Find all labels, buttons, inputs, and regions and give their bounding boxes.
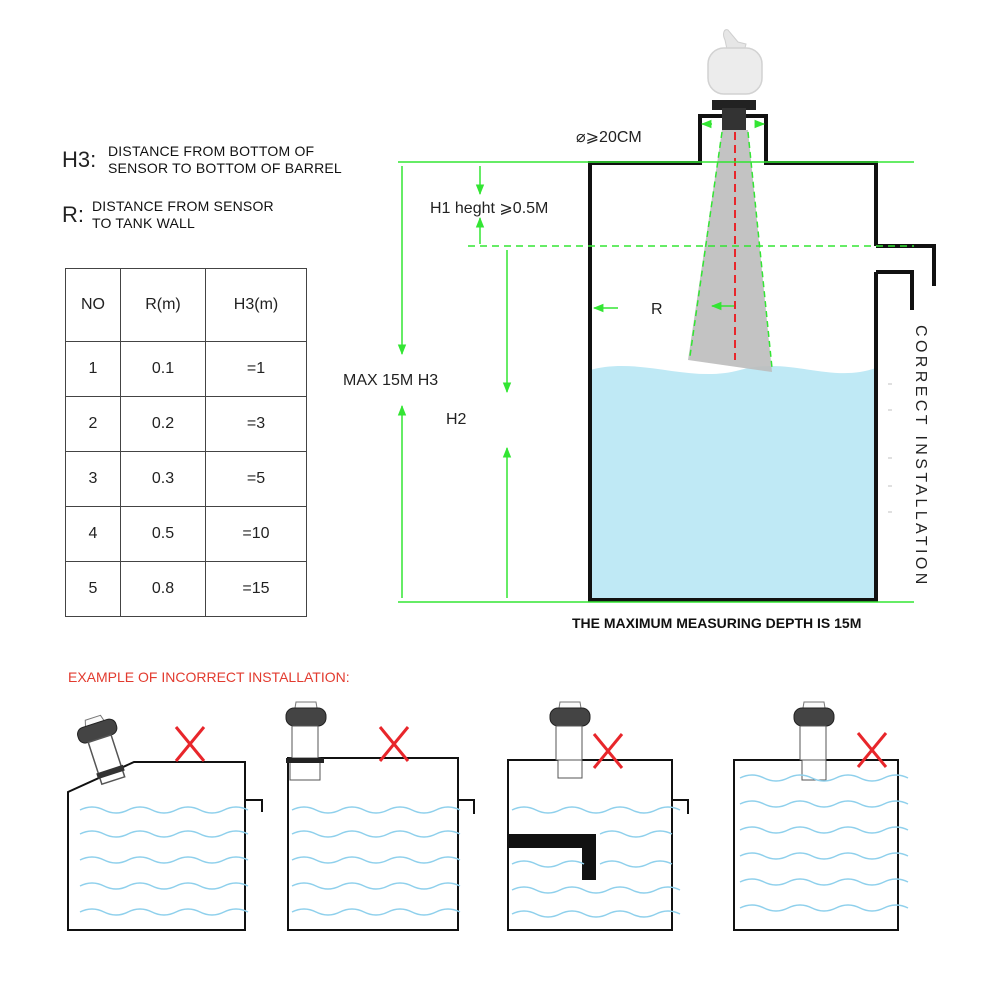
r-label: R [651,301,663,318]
correct-installation-label: CORRECT INSTALLATION [912,325,929,588]
example3-pipe [672,799,689,814]
beam-edge-left [689,131,723,357]
legend-h3-line-1: DISTANCE FROM BOTTOM OF [108,143,315,159]
example1-cross-icon [174,726,206,762]
diameter-label: ⌀⩾20CM [576,129,642,146]
tank-water [590,365,876,598]
incorrect-example-nozzle [285,701,475,931]
table-header-no: NO [65,268,121,342]
example2-cross-icon [378,726,410,762]
example2-sensor [285,701,327,781]
main-tank [588,29,936,602]
tank-outlet-pipe [876,244,936,310]
incorrect-title: EXAMPLE OF INCORRECT INSTALLATION: [68,669,350,685]
incorrect-example-overfilled [733,701,909,931]
h2-label: H2 [446,411,467,428]
sensor-housing [707,47,763,95]
example2-waves [291,806,461,916]
example4-cross-icon [856,732,888,768]
example3-waves [511,806,681,918]
table-cell: =5 [205,451,307,507]
example1-pipe [245,799,263,812]
example1-tank [67,761,246,931]
example4-tank [733,759,899,931]
legend-r-line-1: DISTANCE FROM SENSOR [92,198,274,214]
example3-cross-icon [592,733,624,769]
faint-marks [888,383,892,513]
table-cell: =15 [205,561,307,617]
sensor-beam [688,130,772,372]
guide-lines [397,119,914,603]
table-cell: 5 [65,561,121,617]
incorrect-example-obstacle [507,701,689,931]
sensor-correct [707,29,763,130]
table-cell: 0.5 [120,506,206,562]
max-depth-caption: THE MAXIMUM MEASURING DEPTH IS 15M [572,615,861,631]
h1-label: H1 heght ⩾0.5M [430,200,548,217]
spec-table: NO R(m) H3(m) 1 0.1 =1 2 0.2 =3 3 0.3 =5… [65,268,307,617]
incorrect-example-tilted [67,714,263,931]
example3-sensor [549,701,591,779]
legend-h3-line-2: SENSOR TO BOTTOM OF BARREL [108,160,342,176]
legend-r-key: R: [62,202,84,227]
table-cell: 4 [65,506,121,562]
table-header-r: R(m) [120,268,206,342]
legend-r-line-2: TO TANK WALL [92,215,196,231]
table-cell: 0.2 [120,396,206,452]
sensor-flange [712,100,756,110]
example1-waves [79,806,249,916]
example2-pipe [458,799,475,814]
example1-sensor [77,714,126,786]
example4-waves [739,774,909,912]
legend-h3-text: DISTANCE FROM BOTTOM OF SENSOR TO BOTTOM… [108,143,342,177]
table-cell: 0.1 [120,341,206,397]
legend-h3-key: H3: [62,147,97,172]
table-cell: =3 [205,396,307,452]
table-header-row: NO R(m) H3(m) [65,268,307,342]
table-row: 5 0.8 =15 [65,561,307,617]
table-cell: =10 [205,506,307,562]
sensor-neck [722,108,746,130]
legend-r-text: DISTANCE FROM SENSOR TO TANK WALL [92,198,274,232]
table-cell: 0.8 [120,561,206,617]
h3-label: MAX 15M H3 [343,372,438,389]
table-header-h3: H3(m) [205,268,307,342]
example4-sensor [793,701,835,781]
table-row: 4 0.5 =10 [65,506,307,562]
example2-tank [287,757,459,931]
example3-obstacle [508,834,596,880]
tank-outline [588,114,878,602]
